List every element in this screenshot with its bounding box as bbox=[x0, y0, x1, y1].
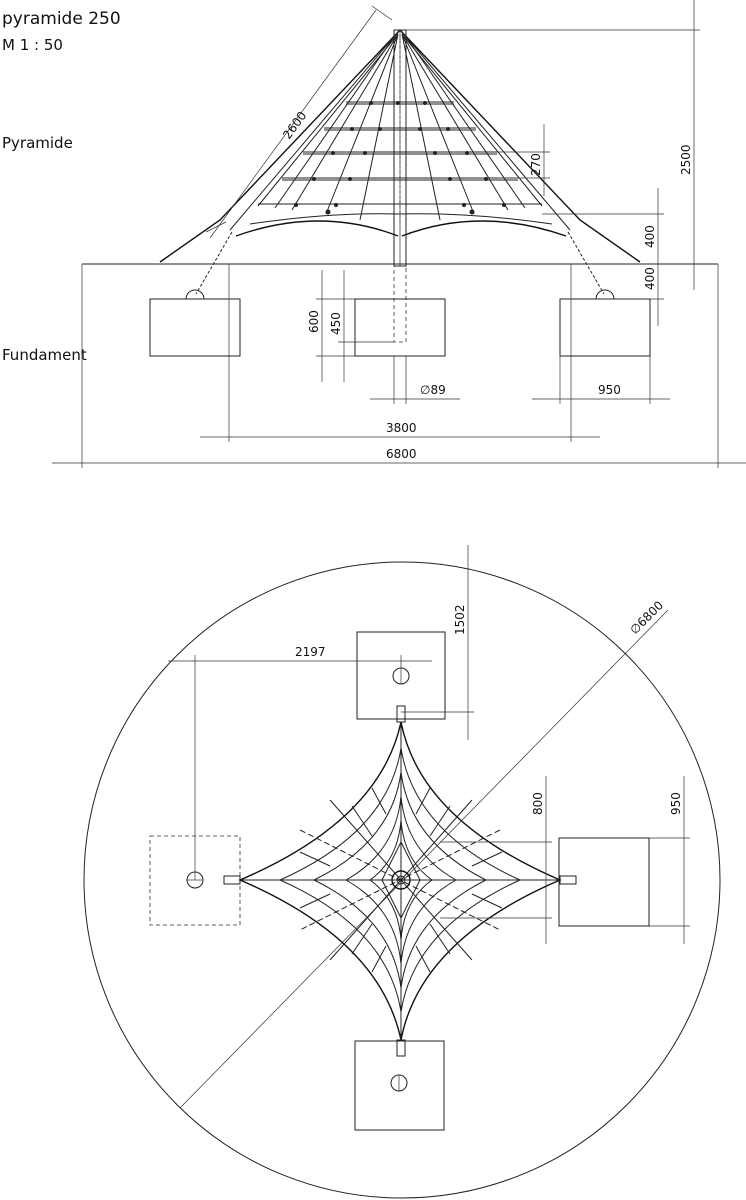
elevation-view: 2600 2500 270 400 400 600 450 ∅89 950 bbox=[52, 0, 746, 468]
dim-footing-depth: 600 bbox=[307, 310, 321, 333]
dim-outer-span: 6800 bbox=[386, 447, 417, 461]
dim-post-embed: 450 bbox=[329, 312, 343, 335]
dim-offset-y: 1502 bbox=[453, 604, 467, 635]
dim-offset-x: 2197 bbox=[295, 645, 326, 659]
dim-footing-large: 950 bbox=[669, 792, 683, 815]
pyramid-section-label: Pyramide bbox=[2, 134, 73, 152]
drawing-title: pyramide 250 bbox=[2, 9, 121, 29]
dim-footing-small: 800 bbox=[531, 792, 545, 815]
plan-view: ∅6800 bbox=[83, 545, 721, 1199]
dim-total-height: 2500 bbox=[679, 144, 693, 175]
drawing-scale: M 1 : 50 bbox=[2, 36, 63, 54]
dim-inner-span: 3800 bbox=[386, 421, 417, 435]
dim-net-spacing: 270 bbox=[529, 153, 543, 176]
dim-post-diameter: ∅89 bbox=[420, 383, 446, 397]
dim-ground-to-footing: 400 bbox=[643, 267, 657, 290]
dim-rope-length: 2600 bbox=[280, 109, 309, 142]
foundation-section-label: Fundament bbox=[2, 346, 87, 364]
dim-footing-width: 950 bbox=[598, 383, 621, 397]
dim-lower-height: 400 bbox=[643, 225, 657, 248]
